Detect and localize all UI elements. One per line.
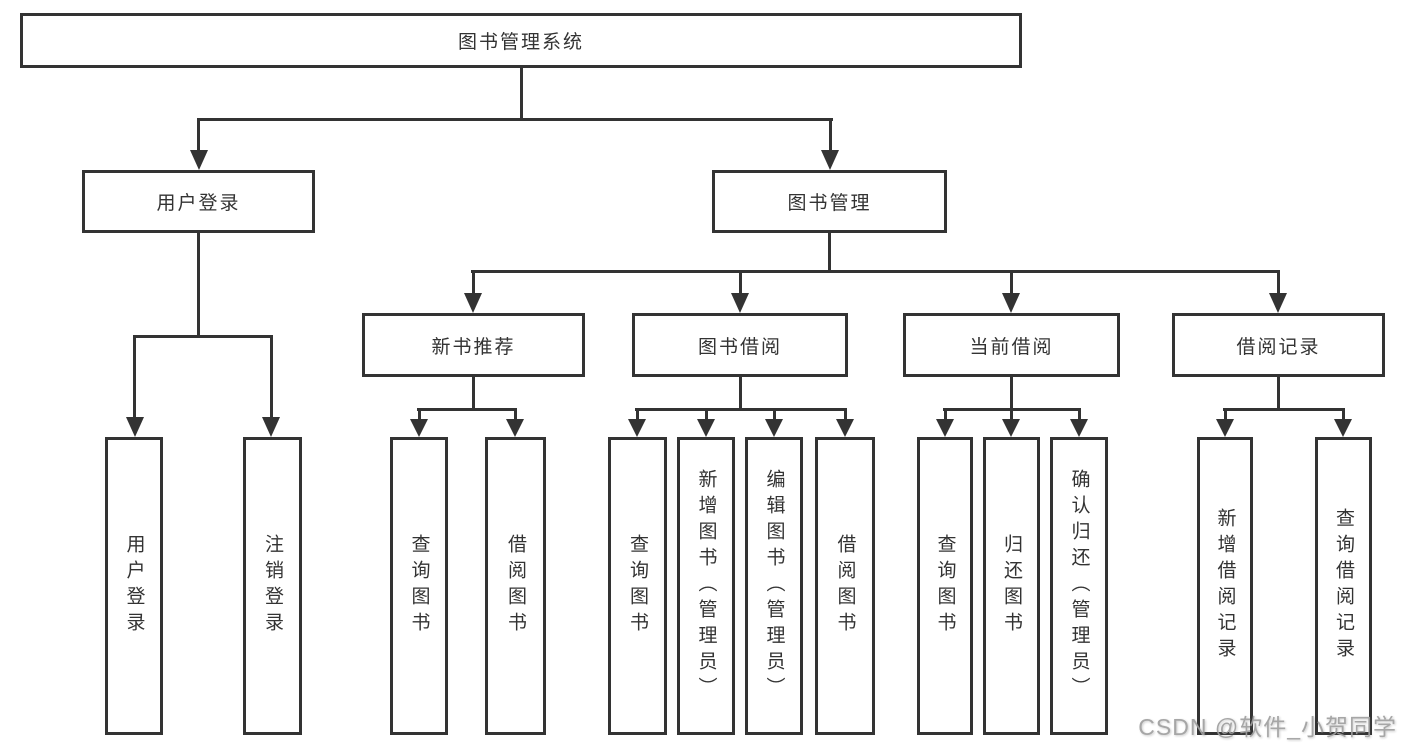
arrow-to-leaf-logout xyxy=(262,417,280,437)
edge-recommend-stem xyxy=(472,377,475,408)
leaf-query-books-current: 查询图书 xyxy=(917,437,973,735)
edge-user-login-branch xyxy=(133,335,273,338)
edge-to-new-book-recommend-stem xyxy=(472,270,475,294)
arrow-records-child2 xyxy=(1334,419,1352,437)
edge-borrowing-child1-stem xyxy=(636,408,639,420)
arrow-to-borrowing-records xyxy=(1269,293,1287,313)
edge-current-child1-stem xyxy=(944,408,947,420)
edge-to-leaf-user-login-stem xyxy=(133,335,136,417)
leaf-add-books-admin: 新增图书（管理员） xyxy=(677,437,735,735)
edge-records-stem xyxy=(1277,377,1280,408)
node-book-management: 图书管理 xyxy=(712,170,947,233)
arrow-to-leaf-user-login xyxy=(126,417,144,437)
edge-records-branch xyxy=(1223,408,1345,411)
arrow-current-child2 xyxy=(1002,419,1020,437)
edge-recommend-branch xyxy=(417,408,517,411)
leaf-query-books-recommend: 查询图书 xyxy=(390,437,448,735)
leaf-query-books-borrowing: 查询图书 xyxy=(608,437,667,735)
edge-root-stem xyxy=(520,67,523,118)
edge-to-borrowing-records-stem xyxy=(1277,270,1280,294)
edge-borrowing-stem xyxy=(739,377,742,408)
node-library-management-system: 图书管理系统 xyxy=(20,13,1022,68)
edge-to-current-borrowing-stem xyxy=(1010,270,1013,294)
leaf-query-borrow-record: 查询借阅记录 xyxy=(1315,437,1372,735)
edge-current-child3-stem xyxy=(1078,408,1081,420)
arrow-to-book-borrowing xyxy=(731,293,749,313)
arrow-current-child3 xyxy=(1070,419,1088,437)
arrow-borrowing-child1 xyxy=(628,419,646,437)
edge-borrowing-branch xyxy=(635,408,847,411)
arrow-to-book-management xyxy=(821,150,839,170)
arrow-to-current-borrowing xyxy=(1002,293,1020,313)
leaf-borrow-books-borrowing: 借阅图书 xyxy=(815,437,875,735)
edge-borrowing-child4-stem xyxy=(844,408,847,420)
node-borrowing-records: 借阅记录 xyxy=(1172,313,1385,377)
edge-current-stem xyxy=(1010,377,1013,408)
node-user-login: 用户登录 xyxy=(82,170,315,233)
edge-borrowing-child2-stem xyxy=(705,408,708,420)
edge-records-child2-stem xyxy=(1342,408,1345,420)
arrow-to-new-book-recommend xyxy=(464,293,482,313)
arrow-recommend-child1 xyxy=(410,419,428,437)
arrow-borrowing-child3 xyxy=(765,419,783,437)
leaf-return-books: 归还图书 xyxy=(983,437,1040,735)
arrow-recommend-child2 xyxy=(506,419,524,437)
edge-root-branch xyxy=(197,118,833,121)
edge-recommend-child1-stem xyxy=(418,408,421,420)
edge-borrowing-child3-stem xyxy=(773,408,776,420)
edge-to-book-borrowing-stem xyxy=(739,270,742,294)
edge-to-leaf-logout-stem xyxy=(270,335,273,417)
edge-book-management-branch xyxy=(471,270,1279,273)
edge-records-child1-stem xyxy=(1224,408,1227,420)
csdn-watermark: CSDN @软件_小贺同学 xyxy=(1138,714,1397,740)
edge-book-management-stem xyxy=(828,232,831,270)
arrow-to-user-login xyxy=(190,150,208,170)
edge-recommend-child2-stem xyxy=(514,408,517,420)
arrow-borrowing-child2 xyxy=(697,419,715,437)
leaf-add-borrow-record: 新增借阅记录 xyxy=(1197,437,1253,735)
edge-current-child2-stem xyxy=(1010,408,1013,420)
leaf-user-login: 用户登录 xyxy=(105,437,163,735)
edge-root-to-user-login-stem xyxy=(197,118,200,152)
leaf-edit-books-admin: 编辑图书（管理员） xyxy=(745,437,803,735)
arrow-borrowing-child4 xyxy=(836,419,854,437)
arrow-current-child1 xyxy=(936,419,954,437)
leaf-borrow-books-recommend: 借阅图书 xyxy=(485,437,546,735)
leaf-confirm-return-admin: 确认归还（管理员） xyxy=(1050,437,1108,735)
edge-user-login-stem xyxy=(197,233,200,335)
edge-root-to-book-management-stem xyxy=(829,118,832,152)
node-book-borrowing: 图书借阅 xyxy=(632,313,848,377)
leaf-logout-login: 注销登录 xyxy=(243,437,302,735)
node-current-borrowing: 当前借阅 xyxy=(903,313,1120,377)
arrow-records-child1 xyxy=(1216,419,1234,437)
node-new-book-recommend: 新书推荐 xyxy=(362,313,585,377)
